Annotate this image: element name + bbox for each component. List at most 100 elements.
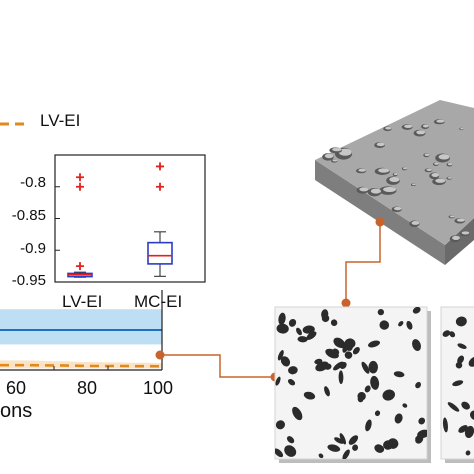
surface-pore-highlight (393, 206, 402, 211)
pore (457, 343, 467, 349)
pore (393, 371, 405, 378)
outlier-marker (156, 182, 164, 191)
pore (302, 325, 315, 334)
pore (276, 323, 289, 334)
pore (368, 360, 378, 374)
outlier-marker (76, 262, 84, 271)
pore (303, 391, 316, 400)
surface-pore-highlight (324, 153, 334, 159)
surface-pore-highlight (393, 173, 398, 176)
pore (417, 429, 427, 439)
pore (348, 435, 359, 445)
pore (344, 351, 353, 359)
box-plot-inset (54, 154, 206, 283)
connector-dot-chart (155, 350, 165, 360)
connector-chart-to-image (160, 354, 275, 378)
pore (338, 370, 344, 385)
series-line-lv-ei (0, 363, 163, 368)
pore (324, 363, 332, 370)
surface-pore-highlight (456, 218, 465, 222)
pore (327, 444, 341, 452)
pore (324, 386, 330, 397)
pore (361, 361, 370, 374)
box-plot-frame (54, 154, 206, 283)
surface-top (315, 100, 474, 245)
pore (284, 445, 297, 457)
pore (406, 320, 413, 330)
pore (330, 319, 338, 327)
pore (442, 330, 451, 337)
surface-pore-highlight (431, 173, 440, 178)
surface-pore-highlight (452, 235, 460, 241)
confidence-band-blue (0, 309, 162, 345)
connector-dot-image (341, 298, 351, 308)
surface-pore-highlight (385, 126, 392, 130)
pore (461, 401, 470, 410)
pore (447, 402, 460, 412)
pore (368, 340, 381, 348)
pore (352, 347, 360, 355)
pore (364, 385, 371, 393)
outlier-marker (156, 162, 164, 171)
pore (352, 444, 359, 451)
surface-side-right (445, 218, 474, 265)
pore (374, 410, 381, 417)
pore (275, 420, 285, 430)
pore (277, 350, 284, 361)
surface-pore-highlight (424, 153, 430, 156)
box-mc-ei (147, 241, 173, 265)
pore (452, 380, 464, 387)
pore (398, 321, 404, 327)
pore (383, 440, 394, 450)
surface-pore-highlight (435, 178, 446, 183)
pore (339, 433, 347, 445)
pore (464, 425, 474, 439)
connector-dot-surface (375, 217, 385, 227)
surface-pore-highlight (359, 187, 369, 192)
pore (379, 320, 390, 330)
pore (442, 417, 448, 433)
surface-pore-highlight (404, 124, 413, 129)
pore (287, 379, 296, 386)
pore (382, 389, 395, 401)
pore (412, 339, 421, 351)
surface-pore-highlight (416, 130, 426, 135)
pore (370, 375, 380, 390)
pore (275, 376, 281, 386)
pore (339, 362, 347, 369)
pore (374, 444, 385, 453)
pore (465, 450, 471, 456)
surface-pore-highlight (358, 168, 366, 172)
pore (469, 410, 474, 420)
pore (402, 403, 408, 408)
pore (334, 437, 344, 444)
pore (394, 413, 403, 424)
pore (292, 406, 303, 421)
surface-pore-highlight (460, 127, 464, 130)
surface-side-left (315, 160, 445, 265)
pore (412, 307, 421, 314)
surface-pore-highlight (447, 177, 452, 179)
pore (455, 316, 467, 327)
surface-pore-highlight (403, 167, 407, 170)
pore (318, 453, 324, 459)
surface-pore-highlight (449, 215, 455, 218)
outlier-marker (76, 182, 84, 191)
pore (321, 309, 329, 320)
surface-pore-highlight (436, 119, 445, 123)
surface-pore-highlight (332, 147, 342, 152)
surface-pore-highlight (378, 168, 390, 173)
pore (306, 331, 317, 340)
pore (333, 337, 346, 349)
pore (455, 361, 463, 369)
line-chart (0, 290, 163, 371)
pore (286, 436, 295, 444)
surface-pore-highlight (411, 220, 420, 225)
surface-pore-highlight (447, 163, 453, 166)
surface-pore-highlight (434, 162, 439, 165)
pore (278, 312, 286, 326)
surface-pore-highlight (461, 231, 470, 235)
microstructure-image-2 (440, 306, 474, 463)
surface-pore-highlight (438, 154, 450, 160)
